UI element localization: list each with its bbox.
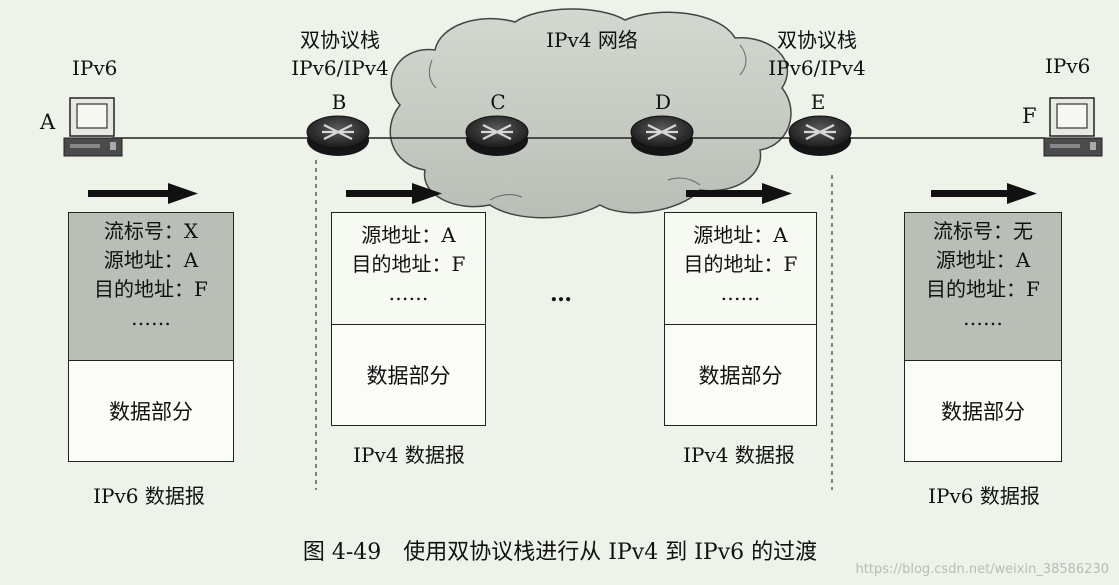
router-icon [306,115,370,156]
figure-caption: 图 4-49 使用双协议栈进行从 IPv4 到 IPv6 的过渡 [302,540,818,565]
node-e-stack-title: 双协议栈 [777,28,857,52]
header-source-address: 源地址：A [935,248,1031,272]
arrow-right-icon [931,183,1037,204]
packet-data-section: 数据部分 [366,363,451,388]
header-ellipsis: …… [131,306,171,330]
ipv6-packet-a: 流标号：X 源地址：A 目的地址：F …… 数据部分 [68,212,234,462]
packet-caption: IPv6 数据报 [93,484,205,508]
packet-caption: IPv4 数据报 [353,443,465,467]
node-e-stack-protocol: IPv6/IPv4 [768,56,866,80]
packet-data-section: 数据部分 [941,399,1025,424]
arrow-right-icon [686,183,792,204]
header-source-address: 源地址：A [693,223,788,247]
packet-header: 源地址：A 目的地址：F …… [665,213,816,325]
node-d-letter: D [654,90,672,114]
arrow-right-icon [88,183,198,204]
header-source-address: 源地址：A [103,248,199,272]
router-icon [630,115,694,156]
computer-icon [63,97,123,157]
cloud-label: IPv4 网络 [546,28,638,52]
ipv6-packet-f: 流标号：无 源地址：A 目的地址：F …… 数据部分 [904,212,1062,462]
header-destination-address: 目的地址：F [94,277,208,301]
packet-header: 源地址：A 目的地址：F …… [332,213,485,325]
header-destination-address: 目的地址：F [351,252,466,276]
node-b-stack-title: 双协议栈 [300,28,380,52]
header-destination-address: 目的地址：F [926,277,1040,301]
ipv4-packet-b: 源地址：A 目的地址：F …… 数据部分 [331,212,486,426]
computer-icon [1043,97,1103,157]
watermark: https://blog.csdn.net/weixin_38586230 [855,562,1109,577]
continuation-ellipsis: … [550,281,572,307]
packet-data-section: 数据部分 [109,399,193,424]
node-f-letter: F [1022,104,1037,128]
header-ellipsis: …… [388,281,429,305]
header-source-address: 源地址：A [361,223,456,247]
node-a-letter: A [40,110,56,134]
node-a-protocol: IPv6 [72,56,118,80]
packet-data-section: 数据部分 [698,363,783,388]
header-flow-label: 流标号：无 [933,219,1033,243]
packet-header: 流标号：X 源地址：A 目的地址：F …… [69,213,233,361]
header-ellipsis: …… [963,306,1003,330]
header-ellipsis: …… [720,281,761,305]
node-b-letter: B [331,90,347,114]
node-c-letter: C [490,90,506,114]
header-destination-address: 目的地址：F [683,252,798,276]
arrow-right-icon [346,183,442,204]
ipv4-packet-e: 源地址：A 目的地址：F …… 数据部分 [664,212,817,426]
packet-caption: IPv6 数据报 [928,484,1040,508]
node-b-stack-protocol: IPv6/IPv4 [291,56,389,80]
packet-header: 流标号：无 源地址：A 目的地址：F …… [905,213,1061,361]
router-icon [465,115,529,156]
router-icon [788,115,852,156]
header-flow-label: 流标号：X [103,219,199,243]
ipv4-cloud [389,8,792,219]
node-e-letter: E [810,90,826,114]
packet-caption: IPv4 数据报 [683,443,795,467]
node-f-protocol: IPv6 [1045,54,1091,78]
